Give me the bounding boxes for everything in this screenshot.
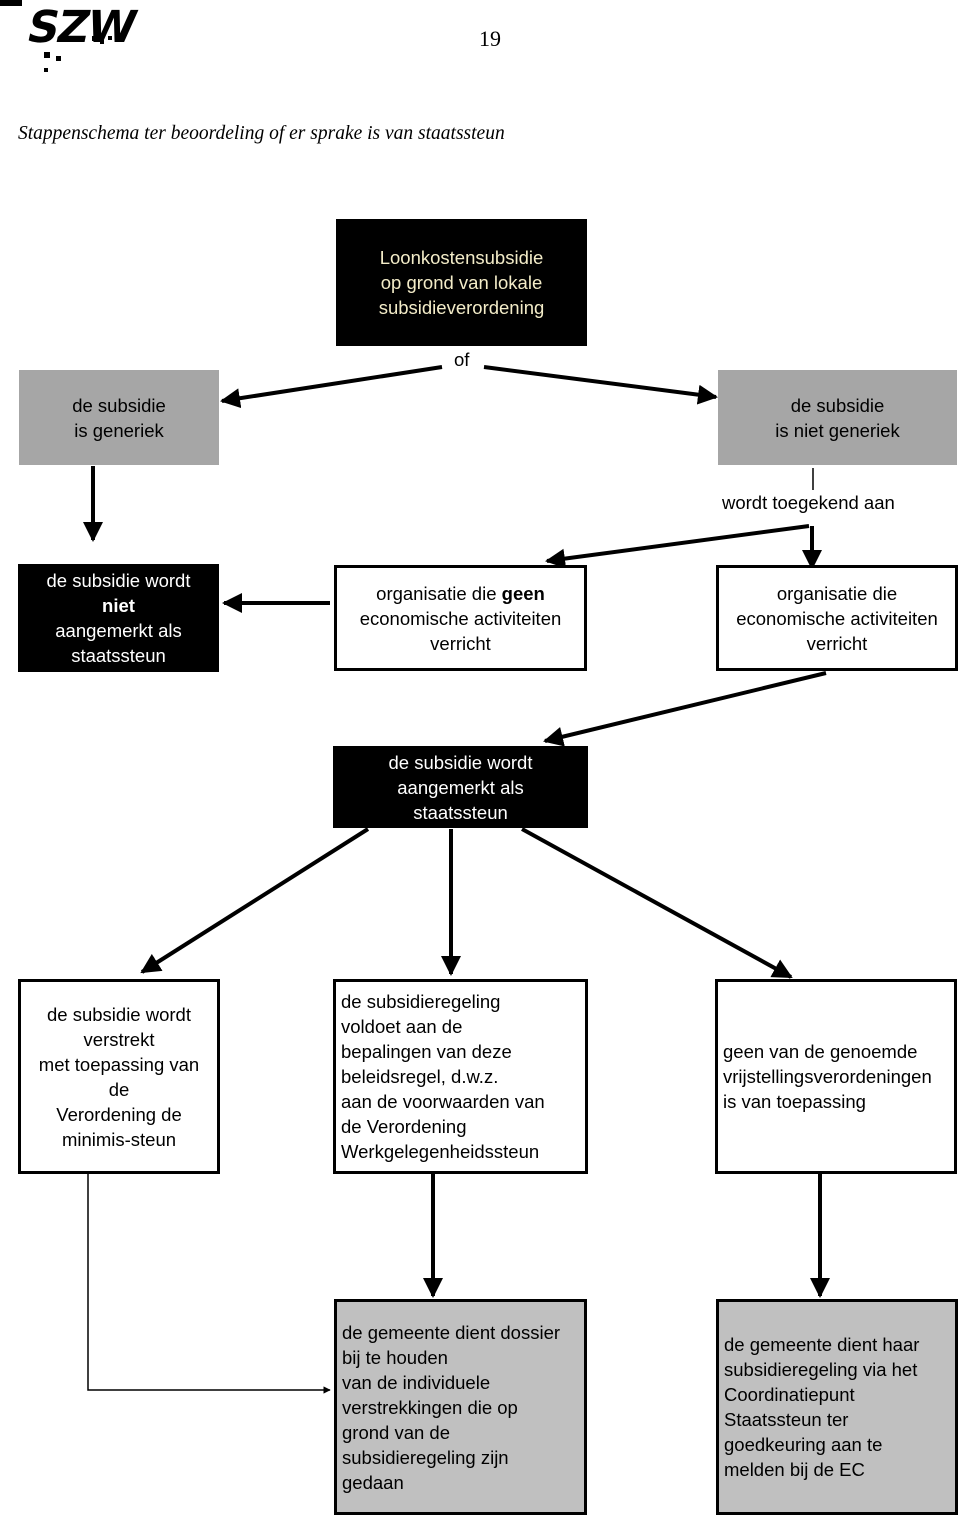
box-line: is niet generiek: [775, 419, 900, 441]
box-line: bepalingen van deze: [341, 1041, 512, 1062]
box-line: de: [108, 1078, 130, 1100]
box-line: geen van de genoemde: [723, 1041, 918, 1062]
box-line: de subsidieregeling: [341, 991, 501, 1012]
box-line: grond van de: [342, 1421, 451, 1443]
box-line-text: organisatie die: [376, 582, 502, 604]
box-line: niet: [102, 595, 135, 616]
box-line: subsidieregeling via het: [724, 1359, 918, 1380]
box-line: organisatie die: [776, 582, 898, 604]
of-label: of: [454, 349, 470, 370]
box-line: staatssteun: [71, 645, 166, 666]
logo-dot: [44, 68, 48, 72]
not-state-aid-box: de subsidie wordt niet aangemerkt als st…: [18, 564, 219, 672]
logo-bar: [0, 0, 22, 6]
box-line: staatssteun: [413, 801, 508, 823]
arrow-to-no-exemption: [521, 827, 793, 979]
page-title: Stappenschema ter beoordeling of er spra…: [18, 123, 505, 144]
box-line: Coordinatiepunt: [724, 1384, 855, 1405]
box-line: verricht: [430, 632, 491, 654]
box-line: is generiek: [74, 419, 164, 441]
box-line: de Verordening: [341, 1116, 467, 1137]
box-line: economische activiteiten: [359, 607, 562, 629]
arrow-to-de-minimis: [140, 827, 370, 974]
box-line: de gemeente dient haar: [724, 1334, 920, 1355]
logo-dot: [92, 36, 97, 41]
box-line-emphasis: geen: [501, 582, 545, 604]
loonkostensubsidie-box: Loonkostensubsidie op grond van lokale s…: [336, 219, 587, 346]
box-line: organisatie die geen: [376, 581, 545, 606]
box-line: de subsidie wordt: [388, 751, 533, 773]
box-line: verstrekkingen die op: [342, 1396, 518, 1418]
logo-dot: [100, 40, 104, 44]
economic-activities-box: organisatie die economische activiteiten…: [716, 565, 958, 671]
szw-logo: SZW: [0, 0, 140, 80]
box-line: beleidsregel, d.w.z.: [341, 1066, 499, 1087]
box-line: Werkgelegenheidssteun: [341, 1141, 540, 1162]
arrow-to-no-economic: [545, 524, 810, 569]
box-line: subsidieregeling zijn: [342, 1446, 509, 1468]
box-line: economische activiteiten: [736, 607, 938, 629]
box-line: aangemerkt als: [397, 776, 524, 798]
box-line: Staatssteun ter: [724, 1409, 849, 1430]
box-line: is van toepassing: [723, 1091, 866, 1112]
box-line: aangemerkt als: [55, 620, 182, 641]
box-line: de subsidie: [790, 394, 885, 416]
box-line: Loonkostensubsidie: [379, 247, 544, 268]
box-line: de subsidie: [72, 394, 166, 416]
no-economic-activities-box: organisatie die geen economische activit…: [334, 565, 587, 671]
arrow-to-not-generic: [483, 365, 718, 405]
box-line: verricht: [806, 632, 868, 654]
logo-dot: [56, 56, 61, 61]
box-line: melden bij de EC: [724, 1459, 865, 1480]
arrow-de-minimis-to-dossier: [87, 1166, 331, 1394]
no-exemption-box: geen van de genoemde vrijstellingsverord…: [715, 979, 957, 1174]
box-line: aan de voorwaarden van: [341, 1091, 545, 1112]
box-line: vrijstellingsverordeningen: [723, 1066, 932, 1087]
page-number: 19: [479, 26, 501, 51]
box-line: de subsidie wordt: [46, 570, 191, 591]
arrow-to-state-aid: [543, 671, 827, 747]
box-line: goedkeuring aan te: [724, 1434, 883, 1455]
box-line: bij te houden: [342, 1346, 448, 1368]
box-line: minimis-steun: [61, 1128, 177, 1150]
notify-ec-box: de gemeente dient haar subsidieregeling …: [716, 1299, 958, 1515]
arrow-to-generic: [220, 365, 443, 409]
box-line: van de individuele: [342, 1371, 491, 1393]
box-line: op grond van lokale: [380, 272, 543, 293]
box-line: voldoet aan de: [341, 1016, 463, 1037]
box-line: gedaan: [342, 1471, 404, 1493]
de-minimis-box: de subsidie wordt verstrekt met toepassi…: [18, 979, 220, 1174]
box-line: Verordening de: [56, 1103, 182, 1125]
box-line: de gemeente dient dossier: [342, 1321, 561, 1343]
logo-dot: [108, 36, 112, 40]
dossier-box: de gemeente dient dossier bij te houden …: [334, 1299, 587, 1515]
employment-aid-box: de subsidieregeling voldoet aan de bepal…: [333, 979, 588, 1174]
granted-to-label: wordt toegekend aan: [722, 492, 895, 513]
generic-box: de subsidie is generiek: [19, 370, 219, 465]
box-line: met toepassing van: [38, 1053, 200, 1075]
box-line: de subsidie wordt: [47, 1003, 191, 1025]
box-line: subsidieverordening: [378, 297, 545, 318]
not-generic-box: de subsidie is niet generiek: [718, 370, 957, 465]
box-line: verstrekt: [83, 1028, 155, 1050]
logo-dot: [44, 52, 50, 58]
state-aid-box: de subsidie wordt aangemerkt als staatss…: [333, 746, 588, 828]
